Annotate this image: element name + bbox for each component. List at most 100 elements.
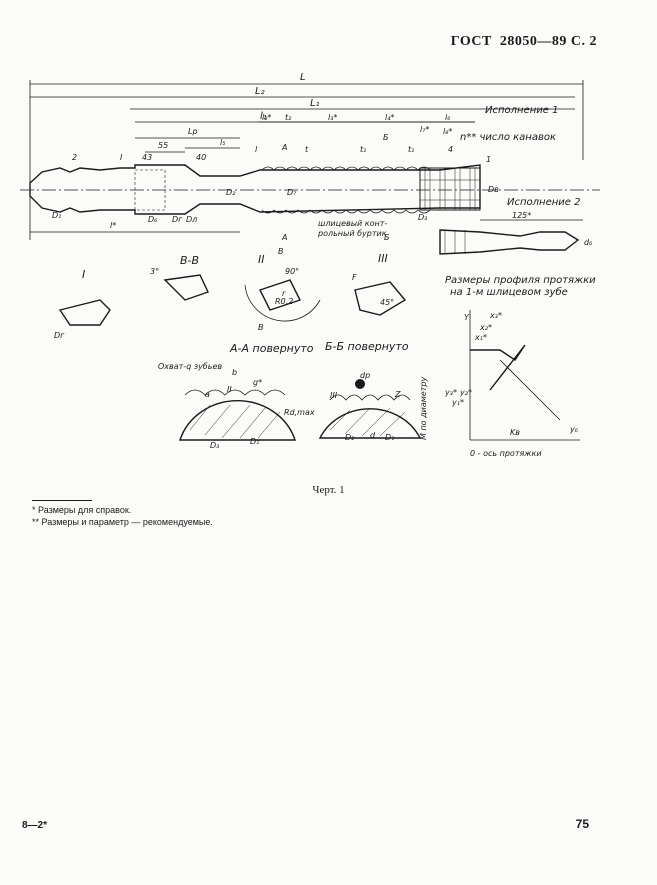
footnote-1: * Размеры для справок. — [32, 505, 132, 515]
label-kanavok: n** число канавок — [460, 132, 556, 143]
label-l: l — [255, 145, 258, 154]
label-profile-2: на 1-м шлицевом зубе — [450, 286, 568, 298]
footer-signature-mark: 8—2* — [22, 820, 48, 831]
header-gost: ГОСТ — [450, 34, 492, 49]
label-F: F — [352, 273, 357, 282]
detail-III-shape — [354, 281, 407, 316]
label-4: 4 — [448, 145, 453, 154]
broach-splines — [419, 167, 481, 211]
label-2: 2 — [72, 153, 77, 162]
label-Bb: Б — [384, 233, 390, 242]
label-control-2: рольный буртик — [317, 229, 387, 238]
label-Z: Z — [394, 390, 401, 399]
label-B: Б — [383, 133, 389, 142]
label-L: L — [300, 72, 306, 83]
label-Dr: Dг — [172, 215, 183, 224]
label-dp: dp — [360, 371, 370, 380]
label-II-2: II — [227, 385, 232, 394]
label-V1: В — [278, 247, 284, 256]
figure-caption: Черт. 1 — [312, 484, 345, 496]
label-kdmax: Rd,max — [284, 408, 315, 417]
label-Lp: Lр — [188, 127, 198, 136]
label-r: r — [282, 289, 286, 298]
section-AA — [179, 389, 296, 441]
label-detail-I: I — [82, 268, 85, 281]
label-40: 40 — [196, 153, 206, 162]
label-section-AA: А-А повернуто — [229, 342, 314, 355]
label-l6: l₆ — [445, 113, 451, 122]
label-L1: L₁ — [310, 98, 320, 109]
label-isp2: Исполнение 2 — [507, 197, 580, 208]
label-profile-1: Размеры профиля протяжки — [445, 275, 596, 286]
label-gs: g* — [253, 378, 262, 387]
broach-teeth — [261, 166, 431, 214]
label-3deg: 3° — [150, 267, 159, 276]
label-43: 43 — [142, 153, 152, 162]
label-dd: d — [370, 431, 376, 440]
label-l7s: l₇* — [420, 125, 429, 134]
label-y3: y₃* — [444, 388, 457, 397]
label-t: t — [305, 145, 309, 154]
detail-I-shape — [58, 299, 111, 326]
label-R02: R0,2 — [275, 297, 293, 306]
label-detail-III: III — [378, 252, 388, 265]
label-t2: t₂ — [285, 113, 292, 122]
label-D7: D₇ — [287, 188, 297, 197]
label-Dg: Dг — [54, 331, 65, 340]
broach-body — [20, 164, 600, 215]
label-Y: Y — [464, 313, 470, 322]
variant-2-shank — [439, 229, 580, 255]
label-l1: l₁ — [260, 111, 267, 122]
header-number: 28050—89 — [499, 34, 567, 49]
label-b: b — [232, 368, 237, 377]
header-page: С. 2 — [570, 34, 597, 49]
label-III-2: III — [330, 391, 338, 400]
label-section-BB: Б-Б повернуто — [325, 340, 409, 353]
label-axis: 0 - ось протяжки — [470, 449, 542, 458]
label-V2: В — [258, 323, 264, 332]
footnote-2: ** Размеры и параметр — рекомендуемые. — [32, 517, 213, 527]
footnotes: * Размеры для справок. ** Размеры и пара… — [32, 500, 213, 528]
label-y1: y₁* — [451, 398, 464, 407]
label-section-VV: В-В — [180, 254, 199, 267]
label-125: 125* — [512, 211, 531, 220]
label-po-diam: М по диаметру — [419, 377, 428, 440]
label-D1b: D₁ — [250, 437, 259, 446]
technical-drawing: L L₂ L₁ l₁ Lр 55 l₅ 43 40 l₂* t₂ l₃* l₄*… — [20, 72, 600, 458]
section-BB — [318, 379, 422, 439]
label-t1b: t₁ — [408, 145, 414, 154]
detail-II-arc — [244, 284, 321, 322]
label-55: 55 — [158, 141, 168, 150]
dimension-lines — [29, 80, 584, 240]
label-detail-II: II — [258, 253, 265, 266]
profile-diagram — [469, 310, 580, 441]
label-l8s: l₈* — [443, 127, 452, 136]
label-l2s: l₂* — [262, 113, 271, 122]
label-D3: D₃ — [418, 213, 427, 222]
label-A: А — [281, 143, 287, 152]
label-xs: x₂* — [479, 323, 492, 332]
label-x1: x₁* — [474, 333, 487, 342]
detail-II-shape — [259, 279, 301, 311]
label-dsh: d₆ — [584, 238, 593, 247]
section-VV-shape — [163, 274, 209, 301]
label-t1: t₁ — [360, 145, 366, 154]
footnote-rule — [32, 500, 92, 501]
label-l5: l₅ — [220, 138, 225, 147]
label-ohvat: Охват-q зубьев — [158, 362, 222, 371]
label-L2: L₂ — [255, 86, 265, 97]
label-Db: Dв — [488, 185, 499, 194]
label-D2: D₂ — [226, 188, 236, 197]
label-y2: y₂* — [459, 388, 472, 397]
label-D6: D₆ — [148, 215, 158, 224]
label-l-roman: I — [120, 153, 123, 162]
label-D3b: D₃ — [210, 441, 219, 450]
label-isp1: Исполнение 1 — [485, 105, 558, 116]
page-number: 75 — [575, 817, 589, 831]
label-D1: D₁ — [52, 211, 61, 220]
label-yb: y₆ — [569, 425, 579, 434]
label-1: 1 — [486, 155, 491, 164]
page-header: ГОСТ 28050—89 С. 2 — [451, 34, 597, 50]
label-90deg: 90° — [285, 267, 299, 276]
label-Dl: Dл — [186, 215, 197, 224]
